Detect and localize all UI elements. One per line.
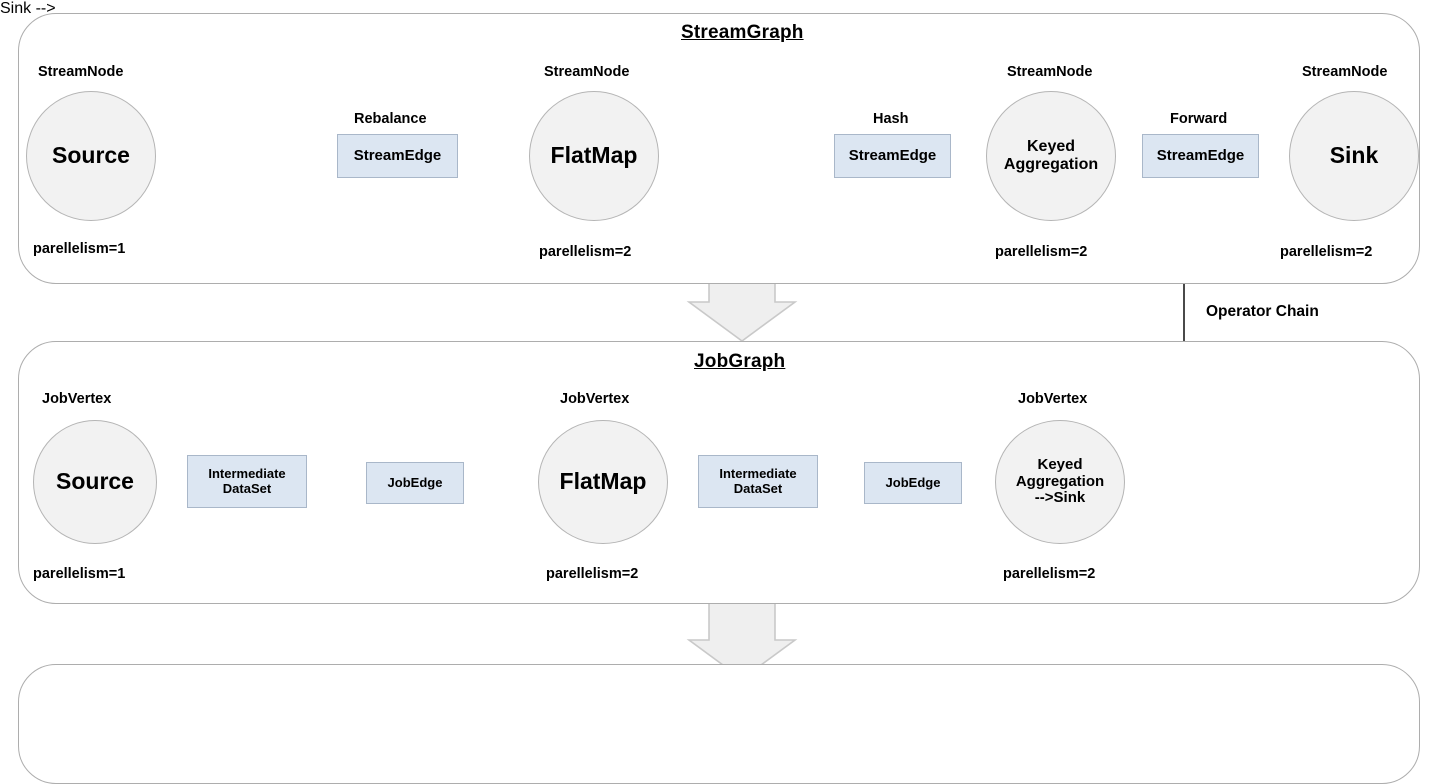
intermediate-dataset-1[interactable]: Intermediate DataSet (187, 455, 307, 508)
streamnode-flatmap[interactable]: FlatMap (529, 91, 659, 221)
jobvertex-parallelism-keyedaggregation-sink: parellelism=2 (1003, 566, 1096, 582)
jobvertex-source-label: Source (56, 468, 134, 495)
jobedge-1[interactable]: JobEdge (366, 462, 464, 504)
streamedge-forward[interactable]: StreamEdge (1142, 134, 1259, 178)
streamedge-strategy-hash: Hash (873, 111, 909, 127)
streamnode-keyed-aggregation[interactable]: Keyed Aggregation (986, 91, 1116, 221)
jobvertex-flatmap[interactable]: FlatMap (538, 420, 668, 544)
jobedge-2[interactable]: JobEdge (864, 462, 962, 504)
streamnode-keyed-aggregation-label: Keyed Aggregation (1003, 138, 1099, 173)
streamnode-type-label-flatmap: StreamNode (544, 64, 630, 80)
jobvertex-type-label-flatmap: JobVertex (560, 391, 630, 407)
jobvertex-source[interactable]: Source (33, 420, 157, 544)
intermediate-dataset-2[interactable]: Intermediate DataSet (698, 455, 818, 508)
streamedge-strategy-forward: Forward (1170, 111, 1228, 127)
streamnode-parallelism-flatmap: parellelism=2 (539, 244, 632, 260)
jobvertex-parallelism-source: parellelism=1 (33, 566, 126, 582)
jobvertex-flatmap-label: FlatMap (559, 468, 647, 495)
jobvertex-keyed-aggregation-sink[interactable]: Keyed Aggregation -->Sink (995, 420, 1125, 544)
jobvertex-type-label-source: JobVertex (42, 391, 112, 407)
streamnode-parallelism-sink: parellelism=2 (1280, 244, 1373, 260)
streamnode-flatmap-label: FlatMap (550, 142, 638, 169)
streamnode-sink[interactable]: Sink (1289, 91, 1419, 221)
streamnode-type-label-sink: StreamNode (1302, 64, 1388, 80)
streamnode-parallelism-source: parellelism=1 (33, 241, 126, 257)
jobvertex-keyed-aggregation-sink-label: Keyed Aggregation -->Sink (1015, 455, 1105, 507)
jobgraph-title: JobGraph (694, 351, 786, 372)
transform-arrow-jobgraph-to-next (686, 599, 798, 672)
streamnode-sink-label: Sink (1329, 142, 1379, 169)
streamedge-strategy-rebalance: Rebalance (354, 111, 427, 127)
streamedge-hash[interactable]: StreamEdge (834, 134, 951, 178)
jobvertex-type-label-keyedaggregation-sink: JobVertex (1018, 391, 1088, 407)
streamgraph-title: StreamGraph (681, 22, 804, 43)
streamedge-rebalance[interactable]: StreamEdge (337, 134, 458, 178)
jobvertex-parallelism-flatmap: parellelism=2 (546, 566, 639, 582)
operator-chain-label: Operator Chain (1206, 303, 1319, 320)
streamnode-type-label-keyedaggregation: StreamNode (1007, 64, 1093, 80)
streamnode-type-label-source: StreamNode (38, 64, 124, 80)
streamnode-source[interactable]: Source (26, 91, 156, 221)
streamnode-parallelism-keyedaggregation: parellelism=2 (995, 244, 1088, 260)
streamnode-source-label: Source (52, 142, 130, 169)
third-panel-partial (18, 664, 1420, 784)
